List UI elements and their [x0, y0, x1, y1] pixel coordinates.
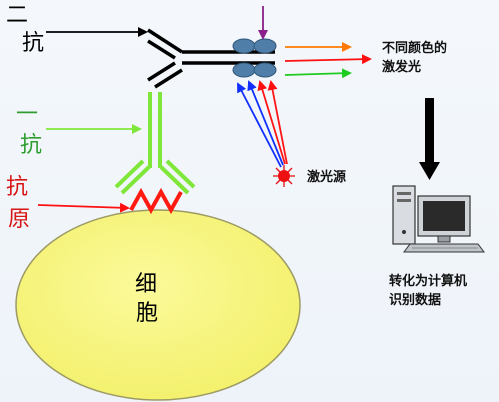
- laser-source-label: 激光源: [307, 170, 347, 185]
- antigen-label-line2: 原: [8, 207, 31, 232]
- cell-label-line2: 胞: [136, 301, 159, 326]
- excite-arrow-blue-2: [247, 80, 284, 166]
- laser-source-icon: [273, 165, 295, 187]
- emission-label-line1: 不同颜色的: [382, 41, 448, 56]
- primary-antibody-label-line2: 抗: [20, 133, 43, 158]
- secondary-antibody: [147, 28, 275, 89]
- secondary-antibody-label-line2: 抗: [22, 31, 45, 56]
- cell-label-line1: 细: [135, 272, 158, 297]
- computer-icon: [392, 185, 485, 253]
- fluorophore-group: [232, 38, 277, 78]
- emission-arrow-green: [284, 68, 352, 79]
- computer-label-line1: 转化为计算机: [389, 274, 468, 289]
- antigen-shape: [129, 187, 183, 215]
- primary-antibody-label-line1: 一: [16, 102, 39, 127]
- cell-body: [15, 209, 301, 401]
- antigen-label-line1: 抗: [6, 175, 29, 200]
- excite-arrow-blue-1: [237, 82, 282, 168]
- excite-arrow-red-1: [257, 80, 286, 165]
- computer-label-line2: 识别数据: [389, 293, 442, 308]
- process-down-arrow: [419, 98, 440, 180]
- emission-arrow-red: [284, 54, 372, 65]
- antigen-label-arrow: [37, 202, 130, 213]
- excite-arrow-red-2: [267, 80, 288, 165]
- emission-label-line2: 激发光: [382, 60, 422, 75]
- primary-antibody: [114, 92, 196, 195]
- secondary-antibody-label-line1: 二: [6, 3, 29, 28]
